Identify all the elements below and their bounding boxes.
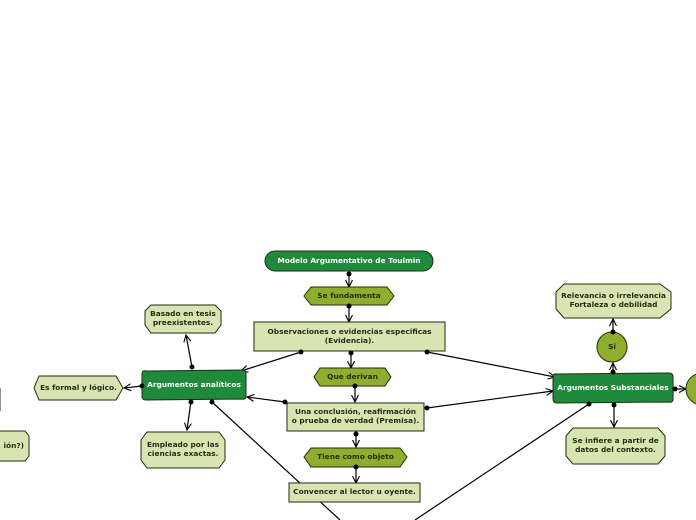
node-que-derivan [313,367,392,387]
node-root [264,250,434,272]
node-si [596,331,628,363]
node-tiene-objeto [303,447,408,468]
connector-dots [139,271,678,470]
node-right-cut [685,373,696,405]
edge-analiticos-empleado [187,400,191,430]
edge-observaciones-substanciales [426,351,555,377]
edge-analiticos-formal [124,386,143,388]
node-left-cut [0,430,30,462]
node-empleado [140,431,226,469]
edge-analiticos-basado [186,335,193,368]
node-formal-logico [33,375,124,401]
edge-observaciones-analiticos [241,351,302,371]
edge-substanciales-down [414,403,590,520]
edge-conclusion-analiticos [247,397,286,403]
node-basado-tesis [144,304,222,334]
node-convencer [288,482,421,503]
node-conclusion [286,402,425,432]
node-relevancia [555,283,672,319]
nodes [0,250,696,503]
node-analiticos [141,369,247,401]
node-se-fundamenta [303,286,395,306]
node-substanciales [552,372,674,404]
edge-conclusion-substanciales [426,391,553,409]
node-infiere [565,427,666,465]
node-observaciones [253,321,446,352]
